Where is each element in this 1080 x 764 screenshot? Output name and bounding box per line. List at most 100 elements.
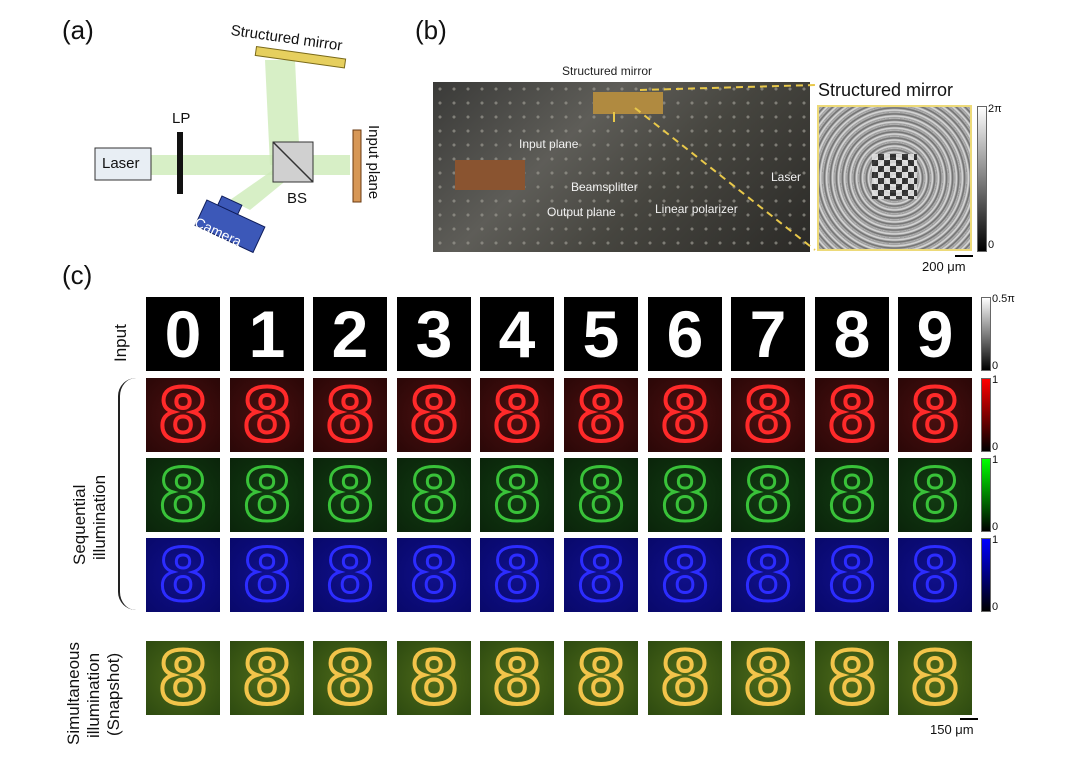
output-digit: 8 bbox=[156, 641, 210, 715]
snapshot-output-tile: 8 bbox=[648, 641, 722, 715]
output-digit: 8 bbox=[908, 458, 961, 532]
output-digit: 8 bbox=[658, 458, 711, 532]
output-digit: 8 bbox=[240, 378, 294, 452]
row-label-sequential-2: illumination bbox=[90, 474, 109, 560]
mirror-mount bbox=[593, 92, 663, 114]
red-output-tile: 8 bbox=[397, 378, 471, 452]
input-digit: 5 bbox=[582, 297, 620, 371]
output-digit: 8 bbox=[156, 458, 209, 532]
output-digit: 8 bbox=[323, 641, 377, 715]
blue-output-tile: 8 bbox=[230, 538, 304, 612]
input-digit: 0 bbox=[164, 297, 202, 371]
row-label-simultaneous-3: (Snapshot) bbox=[104, 652, 123, 736]
input-plane-mount bbox=[455, 160, 525, 190]
output-digit: 8 bbox=[908, 378, 962, 452]
input-digit: 6 bbox=[666, 297, 704, 371]
input-digit: 1 bbox=[248, 297, 286, 371]
scale-bar-c-label: 150 μm bbox=[930, 722, 974, 737]
output-digit: 8 bbox=[658, 378, 712, 452]
green-output-tile: 8 bbox=[564, 458, 638, 532]
experimental-photo: Input plane Beamsplitter Output plane Li… bbox=[433, 82, 810, 252]
output-digit: 8 bbox=[825, 378, 879, 452]
red-cbar-min: 0 bbox=[992, 441, 999, 453]
blue-output-tile: 8 bbox=[313, 538, 387, 612]
output-digit: 8 bbox=[574, 641, 628, 715]
output-digit: 8 bbox=[825, 458, 878, 532]
green-output-tile: 8 bbox=[731, 458, 805, 532]
snapshot-output-tile: 8 bbox=[898, 641, 972, 715]
input-tile: 8 bbox=[815, 297, 889, 371]
green-output-tile: 8 bbox=[815, 458, 889, 532]
input-cbar-min: 0 bbox=[992, 360, 999, 372]
input-tile: 1 bbox=[230, 297, 304, 371]
input-tile: 3 bbox=[397, 297, 471, 371]
zoom-lines bbox=[634, 84, 816, 251]
blue-output-tile: 8 bbox=[397, 538, 471, 612]
linear-polarizer-shape bbox=[177, 132, 183, 194]
scale-bar-c bbox=[960, 718, 978, 720]
green-output-tile: 8 bbox=[230, 458, 304, 532]
red-cbar-max: 1 bbox=[992, 374, 999, 386]
label-laser: Laser bbox=[102, 155, 140, 172]
green-output-tile: 8 bbox=[397, 458, 471, 532]
blue-colorbar bbox=[981, 538, 991, 612]
input-digit: 4 bbox=[498, 297, 536, 371]
green-output-tile: 8 bbox=[146, 458, 220, 532]
blue-output-tile: 8 bbox=[815, 538, 889, 612]
input-tile: 2 bbox=[313, 297, 387, 371]
row-label-simultaneous-2: illumination bbox=[84, 652, 103, 738]
input-tile: 4 bbox=[480, 297, 554, 371]
blue-output-tile: 8 bbox=[480, 538, 554, 612]
photo-label-linear-polarizer: Linear polarizer bbox=[655, 202, 738, 216]
input-tile: 7 bbox=[731, 297, 805, 371]
output-digit: 8 bbox=[240, 458, 293, 532]
phase-colorbar bbox=[977, 106, 987, 252]
snapshot-output-tile: 8 bbox=[313, 641, 387, 715]
red-output-tile: 8 bbox=[230, 378, 304, 452]
red-output-tile: 8 bbox=[648, 378, 722, 452]
snapshot-output-tile: 8 bbox=[731, 641, 805, 715]
output-digit: 8 bbox=[490, 378, 544, 452]
green-colorbar bbox=[981, 458, 991, 532]
output-digit: 8 bbox=[741, 538, 794, 612]
output-digit: 8 bbox=[323, 458, 376, 532]
blue-cbar-max: 1 bbox=[992, 534, 999, 546]
green-output-tile: 8 bbox=[898, 458, 972, 532]
laser-box bbox=[94, 147, 152, 181]
row-label-input: Input bbox=[111, 324, 130, 362]
output-digit: 8 bbox=[908, 538, 961, 612]
output-digit: 8 bbox=[240, 641, 294, 715]
input-tile: 6 bbox=[648, 297, 722, 371]
row-label-simultaneous-1: Simultaneous bbox=[64, 641, 83, 745]
output-digit: 8 bbox=[490, 641, 544, 715]
output-digit: 8 bbox=[407, 378, 461, 452]
output-digit: 8 bbox=[156, 378, 210, 452]
output-digit: 8 bbox=[323, 378, 377, 452]
snapshot-output-tile: 8 bbox=[146, 641, 220, 715]
output-digit: 8 bbox=[908, 641, 962, 715]
output-digit: 8 bbox=[574, 378, 628, 452]
red-output-tile: 8 bbox=[731, 378, 805, 452]
input-tile: 9 bbox=[898, 297, 972, 371]
blue-output-tile: 8 bbox=[898, 538, 972, 612]
output-digit: 8 bbox=[658, 641, 712, 715]
red-output-tile: 8 bbox=[146, 378, 220, 452]
output-digit: 8 bbox=[574, 538, 627, 612]
red-colorbar bbox=[981, 378, 991, 452]
row-label-sequential-1: Sequential bbox=[70, 484, 89, 565]
input-plane-shape bbox=[352, 129, 362, 203]
blue-cbar-min: 0 bbox=[992, 601, 999, 613]
structured-mirror-shape bbox=[254, 45, 347, 69]
panel-c-label: (c) bbox=[62, 260, 93, 290]
output-digit: 8 bbox=[156, 538, 209, 612]
label-lp: LP bbox=[172, 110, 191, 127]
scale-bar-b bbox=[955, 255, 973, 257]
output-digit: 8 bbox=[407, 538, 460, 612]
snapshot-output-tile: 8 bbox=[397, 641, 471, 715]
blue-output-tile: 8 bbox=[731, 538, 805, 612]
input-digit: 9 bbox=[916, 297, 954, 371]
blue-output-tile: 8 bbox=[648, 538, 722, 612]
output-digit: 8 bbox=[574, 458, 627, 532]
input-digit: 3 bbox=[415, 297, 453, 371]
red-output-tile: 8 bbox=[313, 378, 387, 452]
